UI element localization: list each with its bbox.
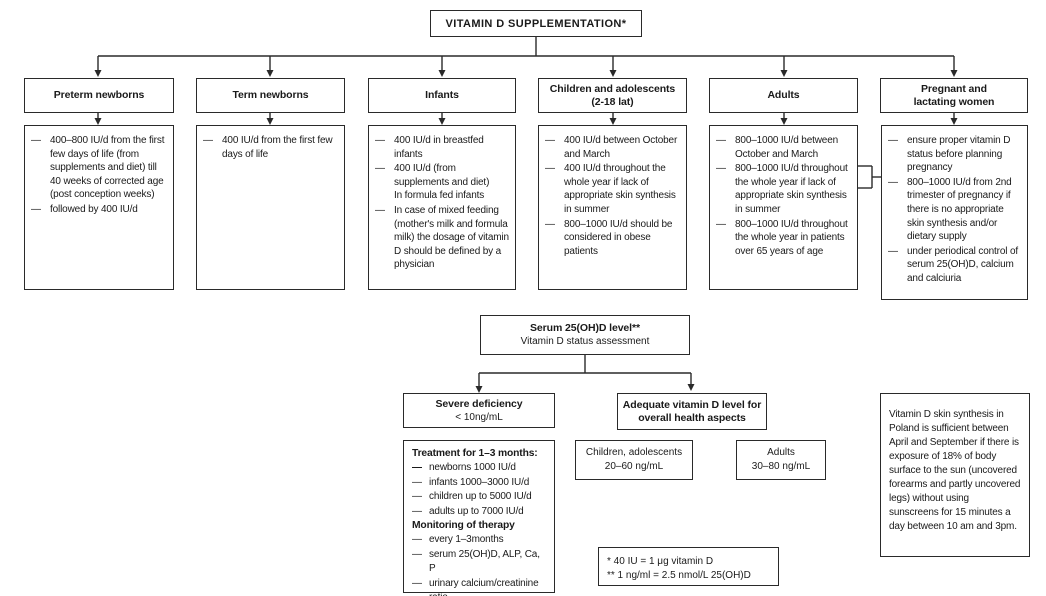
recommendation-item: 400–800 IU/d from the first few days of … (31, 134, 167, 202)
recommendation-item: 800–1000 IU/d throughout the whole year … (716, 218, 851, 259)
recommendation-item: 800–1000 IU/d between October and March (716, 134, 851, 161)
header-adults: Adults (709, 78, 858, 113)
dose-item: infants 1000–3000 IU/d (412, 476, 548, 491)
monitoring-item: urinary calcium/creatinine ratio (412, 577, 548, 596)
recommendation-list: 400 IU/d between October and March 400 I… (545, 134, 680, 258)
dose-item: newborns 1000 IU/d (412, 461, 548, 476)
footnote-box: * 40 IU = 1 μg vitamin D ** 1 ng/ml = 2.… (598, 547, 779, 586)
details-pregnant-lactating: ensure proper vitamin D status before pl… (881, 125, 1028, 300)
treatment-heading: Treatment for 1–3 months: (412, 448, 538, 459)
serum-level-title: Serum 25(OH)D level** (530, 322, 640, 334)
header-preterm-newborns: Preterm newborns (24, 78, 174, 113)
monitoring-item: serum 25(OH)D, ALP, Ca, P (412, 548, 548, 577)
recommendation-item: under periodical control of serum 25(OH)… (888, 245, 1021, 286)
range-adults: Adults 30–80 ng/mL (736, 440, 826, 480)
details-adults: 800–1000 IU/d between October and March … (709, 125, 858, 290)
header-label: Adults (767, 89, 800, 101)
severe-deficiency-value: < 10ng/mL (455, 411, 503, 423)
details-preterm-newborns: 400–800 IU/d from the first few days of … (24, 125, 174, 290)
details-term-newborns: 400 IU/d from the first few days of life (196, 125, 345, 290)
recommendation-list: 800–1000 IU/d between October and March … (716, 134, 851, 258)
title-box: VITAMIN D SUPPLEMENTATION* (430, 10, 642, 37)
range-label: Children, adolescents (585, 447, 683, 458)
treatment-box: Treatment for 1–3 months: newborns 1000 … (403, 440, 555, 596)
skin-synthesis-note: Vitamin D skin synthesis in Poland is su… (880, 393, 1030, 557)
footnote-line: * 40 IU = 1 μg vitamin D (607, 556, 714, 567)
recommendation-item: 400 IU/d (from supplements and diet) In … (375, 162, 509, 203)
recommendation-list: 400 IU/d in breastfed infants 400 IU/d (… (375, 134, 509, 272)
monitoring-item: every 1–3months (412, 533, 548, 548)
monitoring-list: every 1–3months serum 25(OH)D, ALP, Ca, … (412, 533, 548, 596)
recommendation-list: 400–800 IU/d from the first few days of … (31, 134, 167, 217)
recommendation-item: 400 IU/d throughout the whole year if la… (545, 162, 680, 216)
header-infants: Infants (368, 78, 516, 113)
details-infants: 400 IU/d in breastfed infants 400 IU/d (… (368, 125, 516, 290)
recommendation-item: 400 IU/d between October and March (545, 134, 680, 161)
range-value: 30–80 ng/mL (751, 461, 811, 472)
monitoring-heading: Monitoring of therapy (412, 520, 515, 532)
recommendation-item: 800–1000 IU/d should be considered in ob… (545, 218, 680, 259)
footnote-line: ** 1 ng/ml = 2.5 nmol/L 25(OH)D (607, 570, 751, 581)
details-children-adolescents: 400 IU/d between October and March 400 I… (538, 125, 687, 290)
severe-deficiency-box: Severe deficiency < 10ng/mL (403, 393, 555, 428)
dose-item: children up to 5000 IU/d (412, 490, 548, 505)
header-label: Term newborns (232, 89, 309, 101)
recommendation-item: 400 IU/d in breastfed infants (375, 134, 509, 161)
header-label: Preterm newborns (53, 89, 145, 101)
header-label: Pregnant and lactating women (913, 82, 995, 108)
recommendation-item: followed by 400 IU/d (31, 203, 167, 217)
serum-level-subtitle: Vitamin D status assessment (520, 336, 650, 347)
recommendation-item: 800–1000 IU/d throughout the whole year … (716, 162, 851, 216)
title-text: VITAMIN D SUPPLEMENTATION* (445, 17, 627, 30)
recommendation-item: 400 IU/d from the first few days of life (203, 134, 338, 161)
recommendation-list: 400 IU/d from the first few days of life (203, 134, 338, 161)
range-value: 20–60 ng/mL (604, 461, 664, 472)
adequate-level-box: Adequate vitamin D level for overall hea… (617, 393, 767, 430)
recommendation-item: In case of mixed feeding (mother's milk … (375, 204, 509, 272)
header-label: Children and adolescents (2-18 lat) (549, 82, 676, 108)
header-children-adolescents: Children and adolescents (2-18 lat) (538, 78, 687, 113)
recommendation-item: 800–1000 IU/d from 2nd trimester of preg… (888, 176, 1021, 244)
header-term-newborns: Term newborns (196, 78, 345, 113)
recommendation-list: ensure proper vitamin D status before pl… (888, 134, 1021, 286)
range-label: Adults (767, 447, 795, 458)
treatment-dose-list: newborns 1000 IU/d infants 1000–3000 IU/… (412, 461, 548, 519)
header-pregnant-lactating: Pregnant and lactating women (880, 78, 1028, 113)
serum-level-box: Serum 25(OH)D level** Vitamin D status a… (480, 315, 690, 355)
dose-item: adults up to 7000 IU/d (412, 505, 548, 520)
skin-synthesis-text: Vitamin D skin synthesis in Poland is su… (889, 409, 1021, 532)
severe-deficiency-title: Severe deficiency (435, 397, 523, 410)
header-label: Infants (425, 89, 459, 101)
adequate-level-title: Adequate vitamin D level for overall hea… (622, 398, 762, 424)
recommendation-item: ensure proper vitamin D status before pl… (888, 134, 1021, 175)
range-children-adolescents: Children, adolescents 20–60 ng/mL (575, 440, 693, 480)
